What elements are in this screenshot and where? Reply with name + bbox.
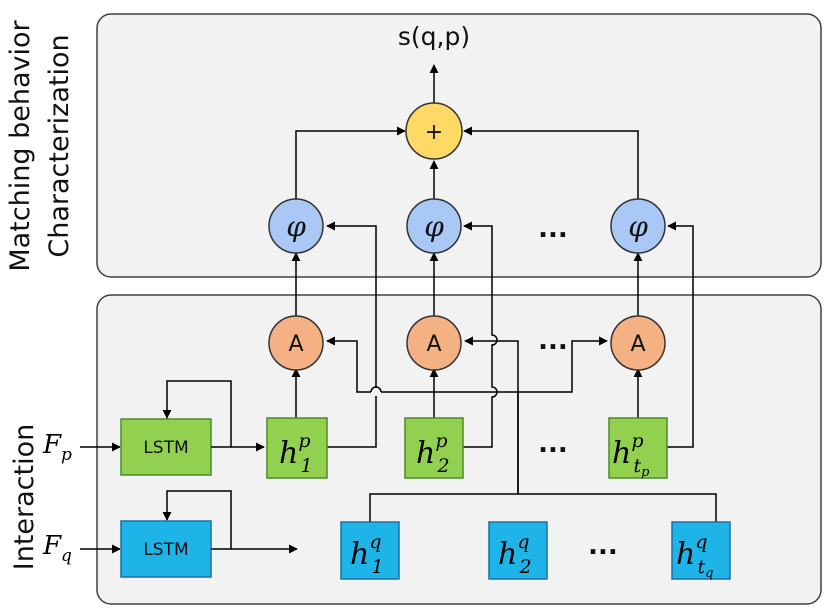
crossing-hop-1 (370, 386, 382, 393)
hq-to-a2-connection (464, 336, 519, 494)
lstm-q-box (120, 520, 212, 578)
ellipsis-attention-row: ... (538, 326, 568, 356)
hq-to-a3-connection (518, 341, 717, 522)
svg-text:φ: φ (424, 210, 444, 243)
hp3-to-phi3-skip (667, 221, 694, 448)
svg-text:hp1: hp1 (279, 430, 313, 477)
sum-node: + (405, 102, 463, 160)
lstm-q-label: LSTM (143, 540, 188, 560)
fq-input-label: Fq (42, 531, 72, 566)
attention-node-3: A (610, 315, 666, 371)
lstm-q-recurrent-loop (162, 490, 232, 550)
phi-node-1: φ (268, 198, 324, 254)
top-panel-label-line2: Characterization (44, 34, 75, 257)
ellipsis-hidden-p-row: ... (538, 429, 568, 459)
phi-node-3: φ (610, 198, 666, 254)
top-panel-label-line1: Matching behavior (5, 19, 36, 271)
crossing-gap-1 (371, 388, 381, 396)
bottom-panel-label: Interaction (9, 424, 40, 570)
svg-text:A: A (288, 332, 303, 357)
svg-text:hq1: hq1 (350, 531, 384, 578)
ellipsis-phi-row: ... (538, 214, 568, 244)
svg-text:φ: φ (628, 210, 648, 243)
phi1-to-sum-arrow (295, 126, 406, 200)
svg-text:hp2: hp2 (416, 430, 450, 477)
phi3-to-sum-arrow (463, 126, 639, 200)
phi-node-2: φ (406, 198, 462, 254)
svg-text:A: A (426, 332, 441, 357)
svg-text:hq2: hq2 (498, 531, 532, 578)
lstm-p-label: LSTM (143, 438, 188, 458)
lstm-p-recurrent-loop (162, 380, 232, 448)
output-label: s(q,p) (398, 22, 470, 51)
svg-text:φ: φ (286, 210, 306, 243)
attention-node-1: A (268, 315, 324, 371)
fp-input-label: Fp (42, 430, 72, 465)
svg-text:A: A (630, 332, 645, 357)
attention-node-2: A (406, 315, 462, 371)
ellipsis-hidden-q-row: ... (588, 531, 618, 561)
sum-symbol: + (425, 120, 443, 145)
hp1-to-phi1-skip (326, 221, 377, 448)
hp2-to-phi2-skip (463, 221, 498, 448)
